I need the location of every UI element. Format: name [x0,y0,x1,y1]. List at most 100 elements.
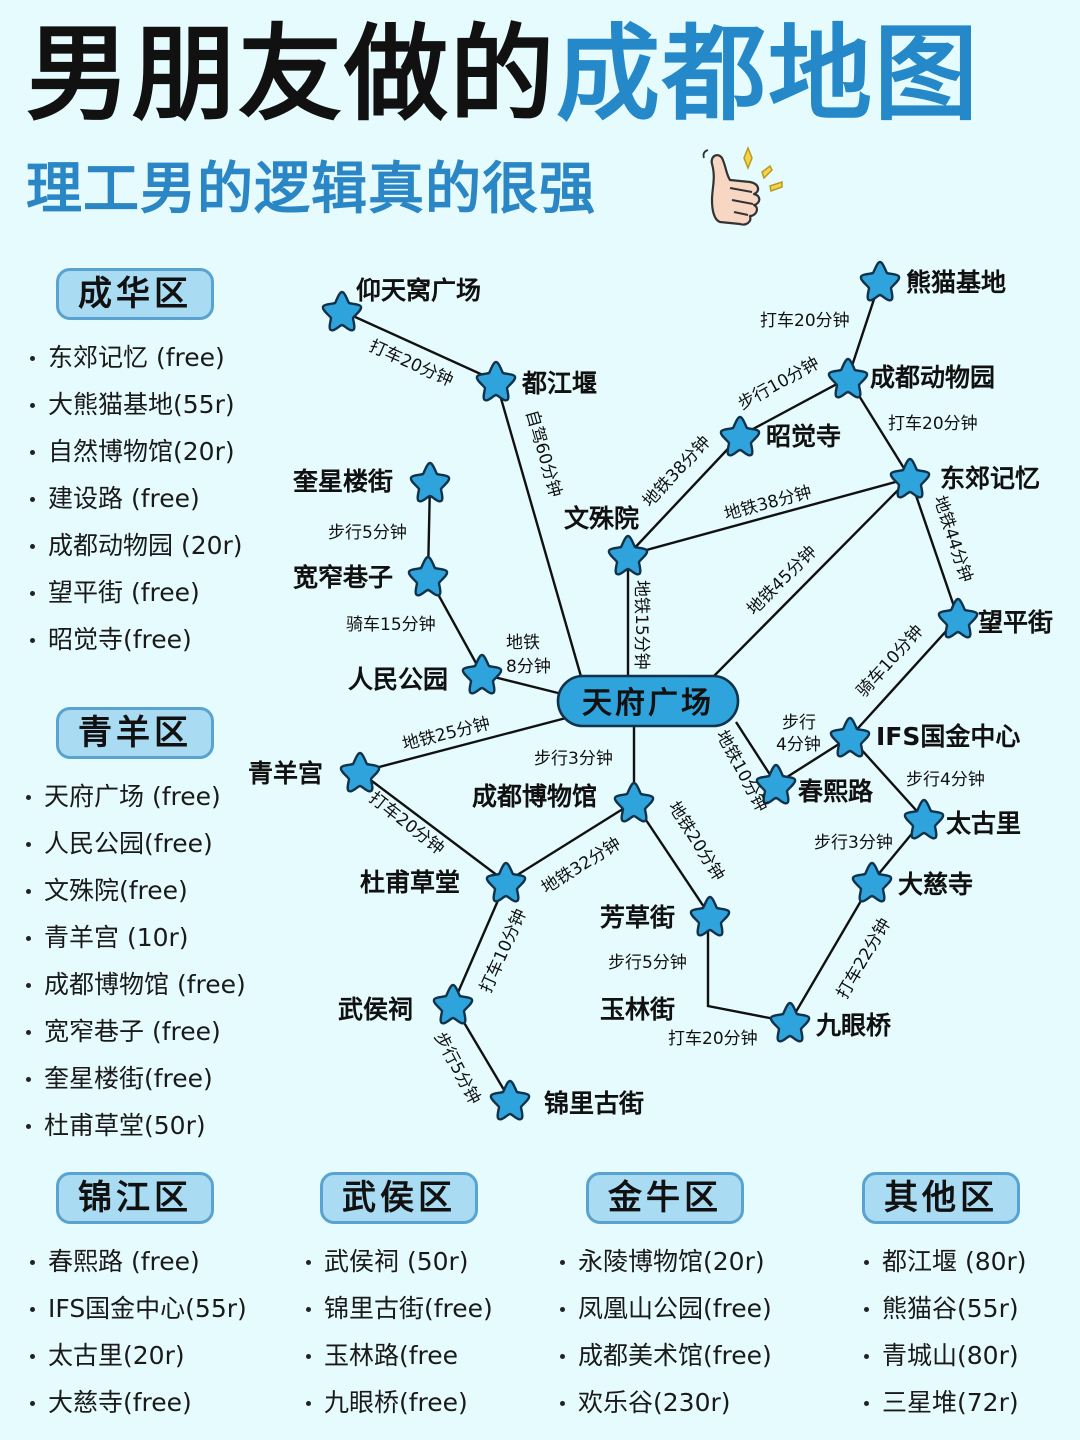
edge-label: 地铁38分钟 [722,482,814,525]
hub-label: 天府广场 [582,686,714,721]
node-label: 武侯祠 [338,995,413,1024]
node-label: 太古里 [946,809,1021,838]
district-badge-chenghua: 成华区 [56,268,214,320]
edge-label: 8分钟 [506,657,551,677]
list-item: 建设路 (free) [28,475,243,522]
list-item: 望平街 (free) [28,569,243,616]
edge-label: 打车20分钟 [365,788,448,859]
edge-label: 步行5分钟 [328,523,407,543]
node-label: 九眼桥 [815,1011,891,1040]
node-label: 成都动物园 [870,363,995,392]
star-icon [409,461,451,503]
list-item: 成都美术馆(free) [558,1332,772,1379]
list-item: 太古里(20r) [28,1332,247,1379]
hub-node: 天府广场 [556,674,740,728]
district-list-chenghua: 东郊记忆 (free) 大熊猫基地(55r) 自然博物馆(20r) 建设路 (f… [28,334,243,663]
list-item: 武侯祠 (50r) [304,1238,493,1285]
list-item: 欢乐谷(230r) [558,1379,772,1426]
star-icon [851,861,893,903]
edge-label: 地铁32分钟 [538,834,625,898]
edge-label: 步行4分钟 [906,770,985,790]
edge-label: 地铁15分钟 [631,580,651,670]
list-item: 大慈寺(free) [28,1379,247,1426]
list-item: 杜甫草堂(50r) [24,1102,246,1149]
district-list-jinniu: 永陵博物馆(20r) 凤凰山公园(free) 成都美术馆(free) 欢乐谷(2… [558,1238,772,1426]
list-item: 成都动物园 (20r) [28,522,243,569]
node-label: 玉林街 [600,995,675,1024]
node-labels: 仰天窝广场 都江堰 熊猫基地 成都动物园 昭觉寺 东郊记忆 奎星楼街 文殊院 宽… [248,268,1053,1118]
list-item: 大熊猫基地(55r) [28,381,243,428]
node-label: 芳草街 [600,903,675,932]
edge-label: 步行 [782,713,816,733]
title-accent: 成都地图 [556,13,981,135]
page-title: 男朋友做的成都地图 [26,14,980,134]
edge-label: 地铁20分钟 [664,798,728,885]
star-icon [485,861,527,903]
list-item: 玉林路(free [304,1332,493,1379]
node-label: 望平街 [978,608,1053,637]
node-label: 人民公园 [348,665,448,694]
district-badge-jinjiang: 锦江区 [56,1172,214,1224]
list-item: 九眼桥(free) [304,1379,493,1426]
district-badge-jinniu: 金牛区 [586,1172,744,1224]
list-item: 东郊记忆 (free) [28,334,243,381]
list-item: 青羊宫 (10r) [24,914,246,961]
star-icon [339,751,381,793]
district-badge-qingyang: 青羊区 [56,707,214,759]
list-item: 青城山(80r) [862,1332,1027,1379]
district-badge-other: 其他区 [862,1172,1020,1224]
district-badge-wuhou: 武侯区 [320,1172,478,1224]
node-label: 锦里古街 [544,1089,644,1118]
district-list-wuhou: 武侯祠 (50r) 锦里古街(free) 玉林路(free 九眼桥(free) [304,1238,493,1426]
edge-label: 打车10分钟 [476,906,531,996]
node-label: 文殊院 [564,504,639,533]
node-label: 成都博物馆 [472,782,597,811]
edge-label: 步行10分钟 [735,353,823,414]
star-icon [859,260,901,302]
edge-label: 地铁10分钟 [712,727,772,816]
list-item: 都江堰 (80r) [862,1238,1027,1285]
node-label: 杜甫草堂 [360,868,460,897]
node-label: 奎星楼街 [292,467,393,496]
thumbs-up-icon [702,145,783,226]
list-item: 文殊院(free) [24,867,246,914]
edge-label: 打车20分钟 [366,336,456,391]
edge-label: 地铁44分钟 [929,493,976,584]
edge-label: 骑车15分钟 [346,615,436,635]
star-icon [432,983,474,1025]
node-label: 熊猫基地 [906,268,1006,297]
node-label: 青羊宫 [248,759,323,788]
list-item: 自然博物馆(20r) [28,428,243,475]
list-item: 昭觉寺(free) [28,616,243,663]
node-label: 东郊记忆 [940,464,1040,493]
district-list-jinjiang: 春熙路 (free) IFS国金中心(55r) 太古里(20r) 大慈寺(fre… [28,1238,247,1426]
title-main: 男朋友做的 [26,13,557,135]
list-item: 成都博物馆 (free) [24,961,246,1008]
star-icon [769,1001,811,1043]
edge-label: 骑车10分钟 [853,621,928,701]
list-item: 人民公园(free) [24,820,246,867]
star-icon [475,360,517,402]
star-icon [689,895,731,937]
district-list-other: 都江堰 (80r) 熊猫谷(55r) 青城山(80r) 三星堆(72r) [862,1238,1027,1426]
node-label: 春熙路 [798,777,874,806]
star-icon [613,781,655,823]
node-label: 昭觉寺 [766,422,841,451]
list-item: 永陵博物馆(20r) [558,1238,772,1285]
list-item: 三星堆(72r) [862,1379,1027,1426]
list-item: 春熙路 (free) [28,1238,247,1285]
edge-label: 自驾60分钟 [521,408,565,500]
list-item: 锦里古街(free) [304,1285,493,1332]
star-icon [489,1079,531,1121]
page-subtitle: 理工男的逻辑真的很强 [26,157,596,222]
list-item: 天府广场 (free) [24,773,246,820]
node-label: 仰天窝广场 [356,276,481,305]
list-item: 奎星楼街(free) [24,1055,246,1102]
edge-label: 步行3分钟 [534,749,613,769]
list-item: IFS国金中心(55r) [28,1285,247,1332]
node-label: 宽窄巷子 [293,563,393,592]
list-item: 宽窄巷子 (free) [24,1008,246,1055]
edge-label: 打车20分钟 [760,311,850,331]
edge-label: 打车20分钟 [668,1029,758,1049]
